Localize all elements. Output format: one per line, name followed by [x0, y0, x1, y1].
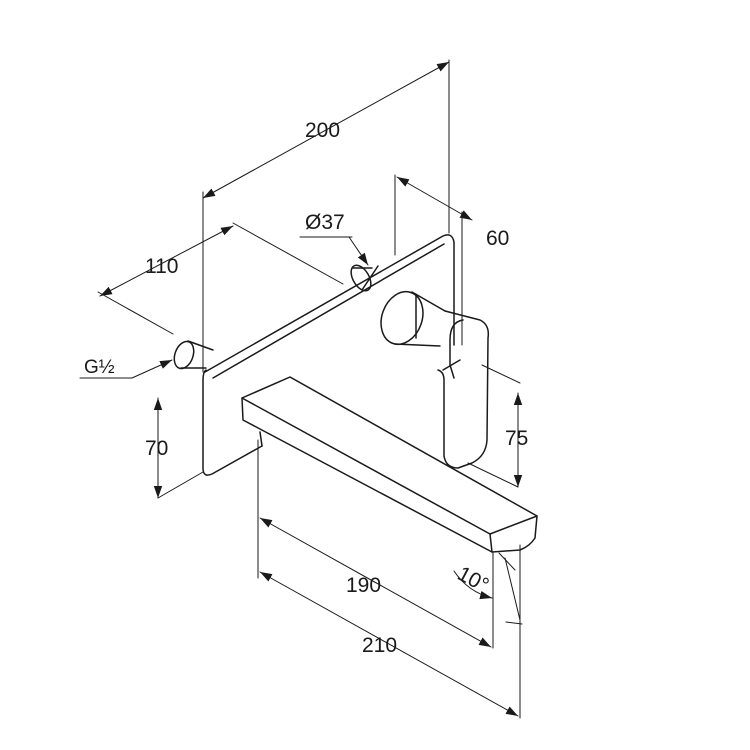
dimension-labels: 200 60 Ø37 110 G½ 70 75 190 210 10° — [84, 119, 528, 657]
label-total-depth: 200 — [305, 119, 340, 142]
label-total-projection: 210 — [362, 634, 397, 657]
spout-outlet-line — [498, 552, 516, 571]
label-spout-projection: 190 — [346, 574, 381, 597]
label-body-diameter: Ø37 — [305, 211, 345, 234]
spout-top-edge — [241, 397, 538, 535]
wall-plate-edge — [212, 243, 445, 379]
label-connection-depth: 110 — [145, 255, 178, 278]
spout — [241, 376, 538, 553]
label-lever-height: 75 — [505, 427, 528, 450]
label-spout-angle: 10° — [454, 562, 493, 597]
lever-handle-inner — [449, 319, 464, 379]
label-connection-height: 70 — [145, 437, 168, 460]
spout-under — [259, 431, 263, 447]
connection-pipe — [173, 340, 214, 370]
lever-handle — [437, 310, 490, 469]
rear-body-stub — [350, 264, 379, 292]
faucet-body — [173, 234, 538, 571]
dimension-lines — [79, 59, 523, 719]
mixer-cylinder — [380, 290, 446, 347]
label-plate-depth: 60 — [486, 227, 509, 250]
wall-plate — [202, 234, 455, 476]
spout-front-edge — [489, 533, 493, 553]
wall-plate-lower-edge — [442, 359, 461, 371]
label-thread: G½ — [84, 357, 115, 378]
